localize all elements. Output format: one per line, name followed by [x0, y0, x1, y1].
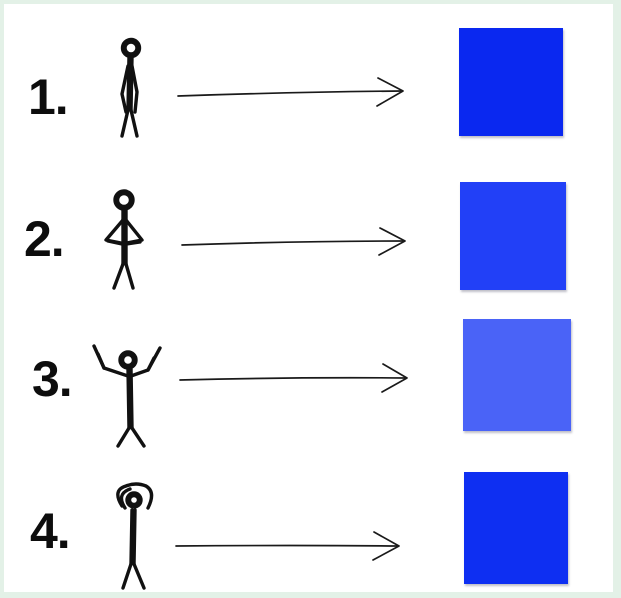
row-4-number: 4.: [30, 503, 71, 559]
row-4: 4.: [4, 436, 613, 590]
row-2: 2.: [4, 146, 613, 290]
row-1: 1.: [4, 4, 613, 144]
stick-figure-arms-circle-icon: [116, 482, 154, 590]
color-square-1: [459, 28, 563, 136]
row-1-number: 1.: [28, 69, 69, 125]
stick-figure-arms-crossed-icon: [104, 189, 144, 290]
stick-figure-standing-icon: [120, 37, 142, 138]
row-3-number: 3.: [32, 351, 73, 407]
arrow-2: [181, 227, 406, 256]
arrow-3: [179, 363, 408, 393]
arrow-1: [177, 77, 404, 107]
color-square-3: [463, 319, 571, 431]
stick-figure-arms-raised-icon: [92, 344, 162, 448]
row-2-number: 2.: [24, 211, 65, 267]
color-square-4: [464, 472, 568, 584]
color-square-2: [460, 182, 566, 290]
arrow-4: [175, 531, 400, 561]
row-3: 3.: [4, 292, 613, 448]
diagram-canvas: 1. 2.: [4, 4, 613, 592]
